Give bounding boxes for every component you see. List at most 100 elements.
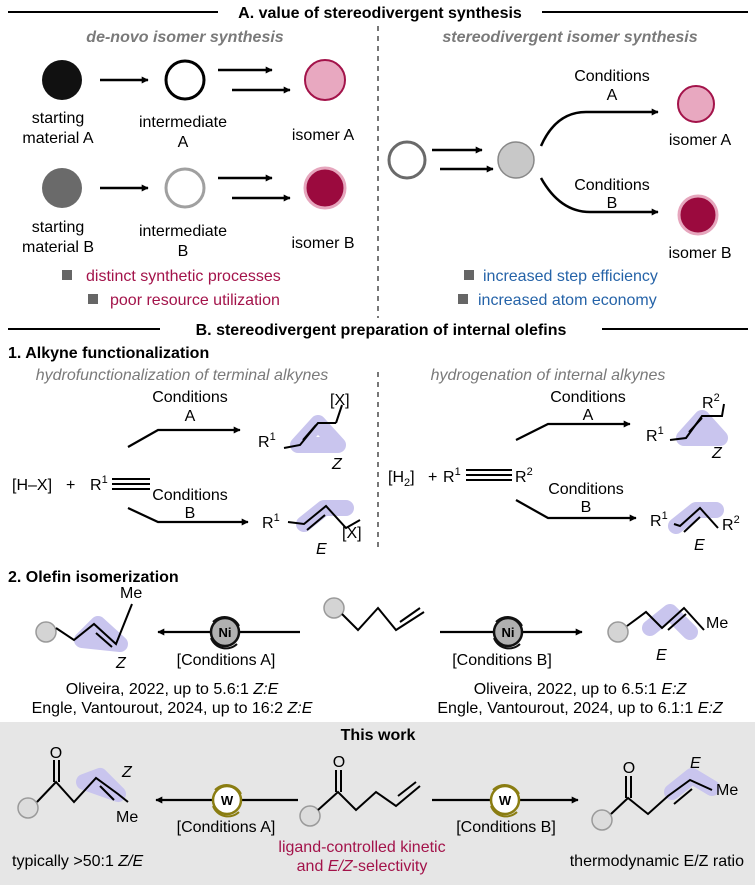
isomer-b-circle-right — [677, 194, 719, 236]
intermediate-b-circle — [164, 167, 206, 209]
ni-catalyst-icon — [492, 616, 524, 648]
cond-b-label-1: Conditions — [152, 487, 228, 504]
r2-label: R2 — [702, 392, 720, 412]
w-label: W — [221, 793, 234, 808]
e-label: E — [690, 755, 701, 772]
stereo-bullet-2: increased atom economy — [478, 292, 657, 309]
iso-a-label: isomer A — [292, 127, 355, 144]
hydrofunctionalization-title: hydrofunctionalization of terminal alkyn… — [36, 367, 329, 384]
denovo-bullet-2: poor resource utilization — [110, 292, 280, 309]
w-label: W — [499, 793, 512, 808]
h2-reagent: [H2] — [388, 469, 415, 489]
cond-a-label-2: A — [583, 407, 594, 424]
cond-a-label-1: Conditions — [550, 389, 626, 406]
cond-a-label-2: A — [185, 408, 196, 425]
oxygen-label: O — [623, 760, 635, 777]
r2-label: R2 — [722, 514, 740, 534]
denovo-bullet-1: distinct synthetic processes — [86, 268, 281, 285]
cond-b-label-2: B — [607, 195, 618, 212]
z-highlight — [74, 616, 128, 652]
oxygen-label: O — [333, 754, 345, 771]
this-work-panel: This work O Z Me W [Conditions A] O W [C… — [0, 722, 755, 885]
substituent-circle — [591, 809, 613, 831]
cond-b-label-2: B — [185, 505, 196, 522]
hydrogenation-title: hydrogenation of internal alkynes — [431, 367, 666, 384]
start-circle — [387, 140, 427, 180]
substituent-circle — [323, 597, 345, 619]
stereodivergent-title: stereodivergent isomer synthesis — [442, 29, 697, 46]
bullet-square — [88, 294, 98, 304]
intermediate-a-circle — [164, 59, 206, 101]
cond-a-label-1: Conditions — [574, 68, 650, 85]
bullet-square — [458, 294, 468, 304]
r1-label: R1 — [650, 510, 668, 530]
conditions-b-label: [Conditions B] — [452, 652, 552, 669]
oxygen-label: O — [50, 745, 62, 762]
int-b-label-1: intermediate — [139, 223, 227, 240]
me-label: Me — [120, 585, 142, 602]
int-a-label-1: intermediate — [139, 114, 227, 131]
sm-a-label-1: starting — [32, 110, 84, 127]
e-label: E — [316, 541, 327, 558]
section-b: B. stereodivergent preparation of intern… — [8, 322, 748, 717]
conditions-b-label: [Conditions B] — [456, 819, 556, 836]
z-label: Z — [711, 445, 723, 462]
r2-label: R2 — [515, 466, 533, 486]
z-highlight — [290, 415, 346, 453]
sm-b-label-2: material B — [22, 239, 94, 256]
ni-label: Ni — [502, 625, 515, 640]
substituent-circle — [35, 621, 57, 643]
ref-left-2: Engle, Vantourout, 2024, up to 16:2 Z:E — [32, 700, 313, 717]
note-mid-1: ligand-controlled kinetic — [278, 839, 445, 856]
ni-label: Ni — [219, 625, 232, 640]
this-work-background — [0, 722, 755, 885]
cond-a-label-2: A — [607, 87, 618, 104]
note-mid-2: and E/Z-selectivity — [297, 858, 428, 875]
intermediate-circle — [497, 141, 535, 179]
me-label: Me — [716, 782, 738, 799]
cond-b-label-2: B — [581, 499, 592, 516]
x-label-bottom: [X] — [342, 525, 362, 542]
section-a: A. value of stereodivergent synthesis de… — [8, 5, 748, 318]
ref-right-1: Oliveira, 2022, up to 6.5:1 E:Z — [474, 681, 688, 698]
iso-b-label: isomer B — [291, 235, 354, 252]
note-right: thermodynamic E/Z ratio — [570, 853, 744, 870]
e-label: E — [656, 647, 667, 664]
me-label: Me — [116, 809, 138, 826]
r1-label: R1 — [262, 512, 280, 532]
e-label: E — [694, 537, 705, 554]
sm-b-label-1: starting — [32, 219, 84, 236]
bullet-square — [464, 270, 474, 280]
r1-label: R1 — [443, 466, 461, 486]
denovo-title: de-novo isomer synthesis — [86, 29, 283, 46]
iso-b-label-right: isomer B — [668, 245, 731, 262]
hx-reagent: [H–X] — [12, 477, 52, 494]
int-a-label-2: A — [178, 134, 189, 151]
r1-label: R1 — [90, 474, 108, 494]
substituent-circle — [607, 621, 629, 643]
r1-label: R1 — [258, 431, 276, 451]
ref-left-1: Oliveira, 2022, up to 5.6:1 Z:E — [66, 681, 279, 698]
substituent-circle — [299, 805, 321, 827]
r1-label: R1 — [646, 425, 664, 445]
ni-catalyst-icon — [209, 616, 241, 648]
isomerization-subheader: 2. Olefin isomerization — [8, 569, 179, 586]
me-label: Me — [706, 615, 728, 632]
section-b-header: B. stereodivergent preparation of intern… — [196, 322, 567, 339]
cond-b-label-1: Conditions — [548, 481, 624, 498]
alkyne-subheader: 1. Alkyne functionalization — [8, 345, 209, 362]
starting-material-b-circle — [42, 168, 82, 208]
z-label: Z — [115, 655, 127, 672]
e-highlight — [664, 768, 720, 800]
z-label: Z — [331, 456, 343, 473]
cond-a-label-1: Conditions — [152, 389, 228, 406]
cond-b-label-1: Conditions — [574, 177, 650, 194]
w-catalyst-icon — [211, 784, 243, 816]
conditions-a-label: [Conditions A] — [177, 652, 276, 669]
isomer-a-circle — [304, 59, 346, 101]
sm-a-label-2: material A — [22, 130, 93, 147]
plus-sign: + — [428, 469, 437, 486]
isomer-b-circle — [303, 166, 347, 210]
z-label: Z — [121, 764, 133, 781]
